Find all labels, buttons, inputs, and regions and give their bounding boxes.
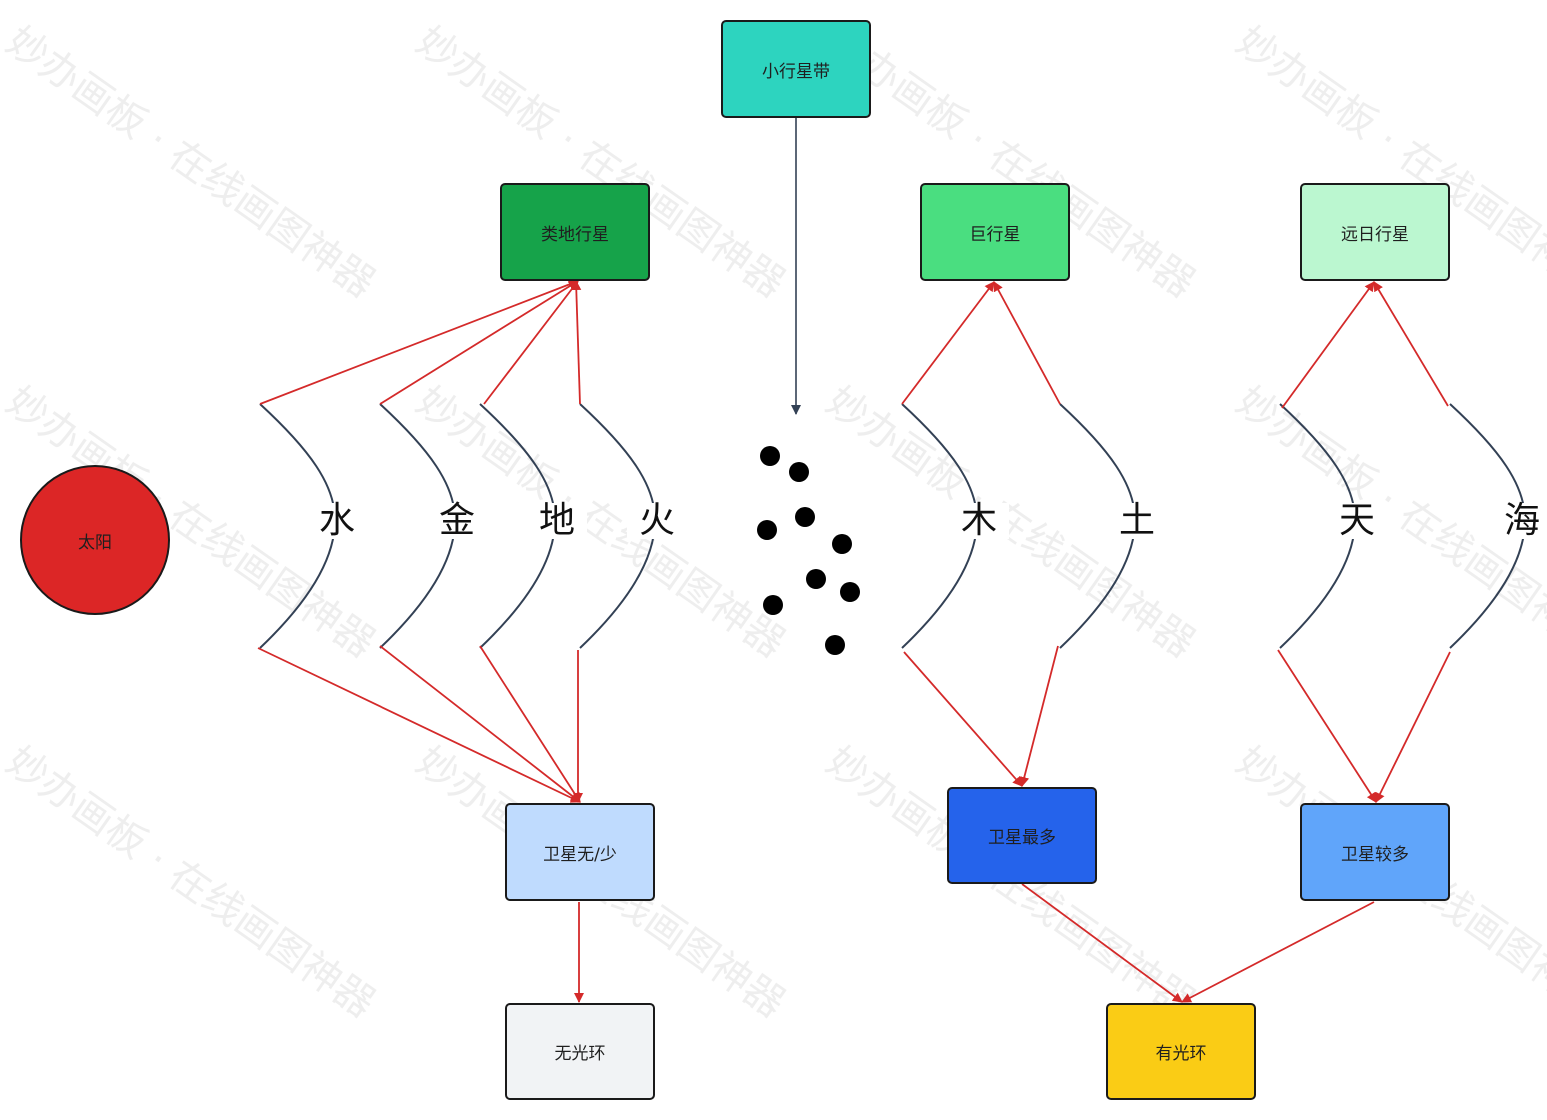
asteroid-dot (832, 534, 852, 554)
arrow-moresat-rings (1181, 901, 1375, 1003)
arrow-venus-fewsat (379, 645, 581, 803)
asteroid-dot (840, 582, 860, 602)
arrow-jupiter-giant (901, 281, 995, 405)
has-rings-node[interactable]: 有光环 (1106, 1003, 1256, 1100)
planet-label-earth: 地 (527, 503, 587, 539)
arrow-mostsat-rings (1021, 883, 1183, 1003)
asteroid-dot (757, 520, 777, 540)
planet-label-saturn: 土 (1107, 503, 1167, 539)
asteroid-dot (806, 569, 826, 589)
arrow-jupiter-mostsat (903, 651, 1023, 787)
planet-label-venus: 金 (427, 503, 487, 539)
arrow-uranus-farsun (1281, 281, 1375, 409)
arrow-mars-terrestrial (571, 280, 582, 405)
no-rings-node[interactable]: 无光环 (505, 1003, 655, 1100)
asteroid-dot (825, 635, 845, 655)
asteroid-dot (763, 595, 783, 615)
asteroid-dot (760, 446, 780, 466)
terrestrial-planets-node[interactable]: 类地行星 (500, 183, 650, 281)
few-satellites-node[interactable]: 卫星无/少 (505, 803, 655, 901)
planet-label-mars: 火 (627, 503, 687, 539)
planet-label-uranus: 天 (1327, 503, 1387, 539)
planet-label-mercury: 水 (307, 503, 367, 539)
arrow-uranus-moresat (1277, 649, 1377, 803)
asteroid-dot (789, 462, 809, 482)
far-sun-planets-node[interactable]: 远日行星 (1300, 183, 1450, 281)
arrow-mercury-terrestrial (259, 279, 579, 405)
asteroid-belt-node[interactable]: 小行星带 (721, 20, 871, 118)
sun-node[interactable]: 太阳 (20, 465, 170, 615)
arrow-saturn-giant (993, 281, 1061, 405)
planet-label-jupiter: 木 (949, 503, 1009, 539)
giant-planets-node[interactable]: 巨行星 (920, 183, 1070, 281)
asteroid-dot (795, 507, 815, 527)
planet-label-neptune: 海 (1497, 503, 1547, 539)
arrow-earth-terrestrial (483, 280, 579, 405)
more-satellites-node[interactable]: 卫星较多 (1300, 803, 1450, 901)
arrow-saturn-mostsat (1019, 645, 1059, 787)
arrow-neptune-farsun (1373, 281, 1449, 407)
arrow-mercury-fewsat (257, 647, 581, 803)
most-satellites-node[interactable]: 卫星最多 (947, 787, 1097, 884)
arrow-earth-fewsat (479, 645, 581, 803)
arrow-venus-terrestrial (379, 280, 579, 405)
arrow-neptune-moresat (1375, 651, 1451, 803)
